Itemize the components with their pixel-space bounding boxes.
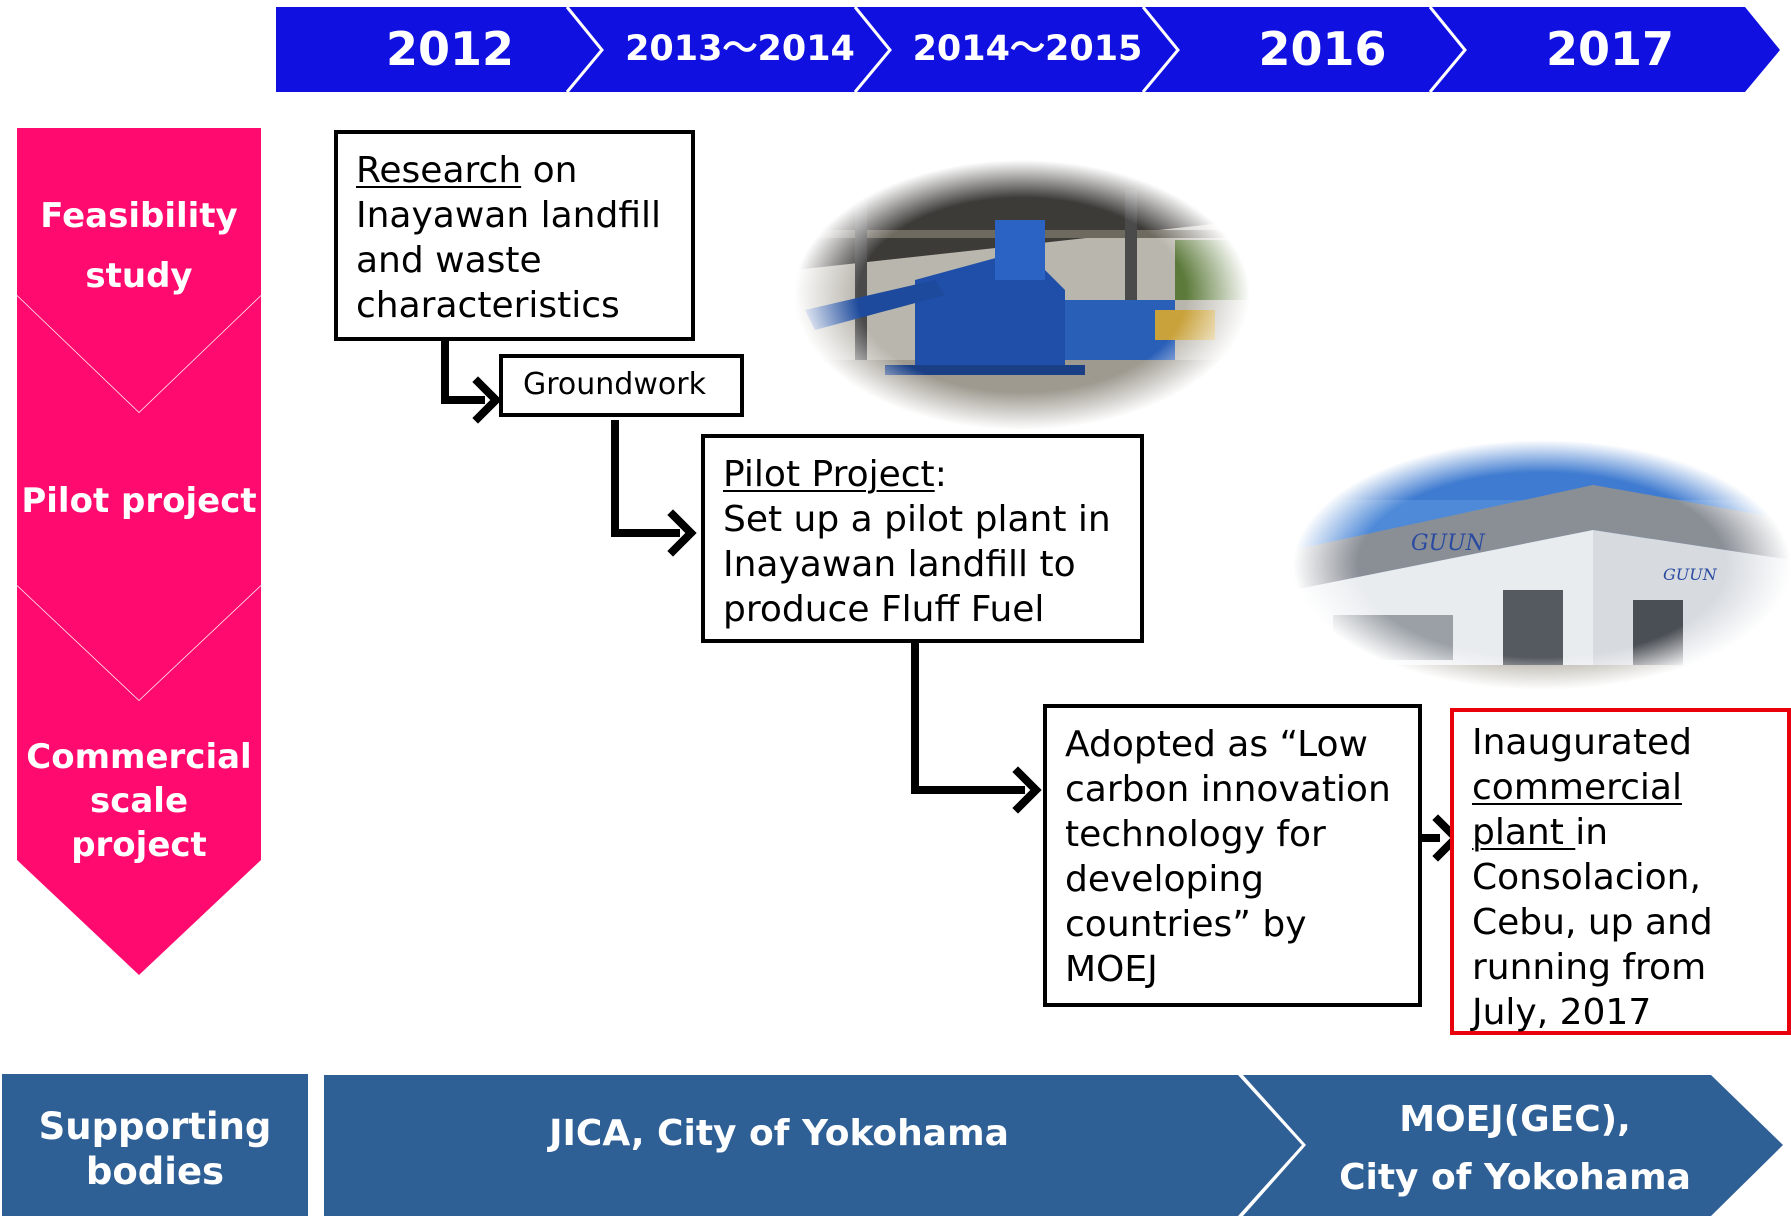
support-phase2-label: MOEJ(GEC), City of Yokohama: [1305, 1086, 1725, 1212]
factory-sign: GUUN: [1663, 565, 1718, 584]
stage-label-commercial: Commercial scale project: [17, 735, 261, 868]
step-text-line: Adopted as “Low: [1065, 724, 1368, 765]
arrowhead: [472, 376, 502, 424]
step-research-box: Research on Inayawan landfill and waste …: [334, 130, 695, 341]
step-text-line: technology for: [1065, 814, 1326, 855]
step-text-line: Inaugurated: [1472, 722, 1692, 763]
step-inaugurated-underlined: commercial: [1472, 767, 1682, 808]
support-header-line: bodies: [85, 1150, 225, 1193]
step-text-line: plant in: [1472, 810, 1769, 855]
step-pilot-rest: :: [934, 454, 947, 495]
stage-label-line: Commercial: [26, 737, 252, 777]
step-groundwork-box: Groundwork: [499, 354, 744, 417]
connector-pilot-to-adopted: [911, 640, 1025, 794]
step-text-line: produce Fluff Fuel: [723, 589, 1045, 630]
commercial-plant-photo: GUUN GUUN: [1293, 440, 1791, 690]
step-text-line: Set up a pilot plant in: [723, 499, 1111, 540]
support-header-line: Supporting: [38, 1105, 272, 1148]
timeline-chevron: [1141, 6, 1180, 93]
stage-label-line: scale project: [71, 781, 207, 866]
support-phase2-line: MOEJ(GEC),: [1399, 1099, 1631, 1140]
timeline-chevron: [853, 6, 892, 93]
support-phase2-block: [1243, 1075, 1783, 1216]
pilot-plant-photo: [795, 160, 1250, 430]
year-2016: 2016: [1258, 22, 1387, 76]
support-phase1-text: JICA, City of Yokohama: [549, 1113, 1009, 1154]
step-text-line: Inayawan landfill to: [723, 544, 1076, 585]
step-text-line: Research on: [356, 148, 673, 193]
step-pilot-box: Pilot Project: Set up a pilot plant in I…: [701, 434, 1144, 643]
stage-label-line: study: [85, 255, 193, 296]
step-research-rest: on: [521, 150, 578, 191]
stage-arrow-commercial: [17, 586, 261, 975]
step-research-lead: Research: [356, 150, 522, 191]
connector-research-to-groundwork: [441, 340, 485, 404]
step-text-line: characteristics: [356, 285, 620, 326]
arrowhead: [1012, 766, 1042, 814]
support-phase1-label: JICA, City of Yokohama: [324, 1111, 1234, 1156]
stage-arrow-pilot: [17, 296, 261, 700]
stage-label-feasibility: Feasibility study: [17, 193, 261, 300]
step-text-line: Consolacion,: [1472, 857, 1701, 898]
support-header-block: [2, 1074, 308, 1216]
support-header-label: Supporting bodies: [2, 1104, 308, 1194]
step-inaugurated-rest: in: [1575, 812, 1609, 853]
step-text-line: Cebu, up and: [1472, 902, 1713, 943]
year-2017: 2017: [1545, 22, 1675, 76]
step-text-line: developing: [1065, 859, 1265, 900]
step-text-line: MOEJ: [1065, 949, 1158, 990]
year-2014-2015: 2014～2015: [912, 29, 1143, 69]
step-inaugurated-box: Inaugurated commercial plant in Consolac…: [1450, 708, 1791, 1035]
step-text-line: commercial: [1472, 765, 1769, 810]
year-2013-2014: 2013～2014: [625, 29, 855, 69]
step-adopted-box: Adopted as “Low carbon innovation techno…: [1043, 704, 1422, 1007]
timeline-chevron: [1428, 6, 1467, 93]
step-text-line: Inayawan landfill: [356, 195, 662, 236]
step-text-line: running from: [1472, 947, 1707, 988]
timeline-chevron: [565, 6, 604, 93]
step-text-line: Pilot Project:: [723, 452, 1122, 497]
year-2012: 2012: [385, 22, 515, 76]
stage-label-line: Feasibility: [40, 196, 238, 236]
stage-arrow-feasibility: [17, 128, 261, 412]
step-pilot-lead: Pilot Project: [723, 454, 935, 495]
connector-groundwork-to-pilot: [611, 420, 680, 537]
factory-sign: GUUN: [1411, 531, 1486, 556]
stage-label-pilot: Pilot project: [17, 478, 261, 526]
step-text-line: Groundwork: [523, 367, 706, 402]
timeline-chevrons: [565, 6, 1467, 93]
step-text-line: carbon innovation: [1065, 769, 1391, 810]
timeline-band: [276, 7, 1780, 92]
arrowhead: [667, 509, 697, 557]
step-text-line: countries” by: [1065, 904, 1307, 945]
step-inaugurated-underlined: plant: [1472, 812, 1576, 853]
support-phase1-block: [324, 1075, 1302, 1216]
support-phase2-line: City of Yokohama: [1339, 1157, 1691, 1198]
step-text-line: and waste: [356, 240, 542, 281]
stage-label-line: Pilot project: [21, 481, 257, 521]
step-text-line: July, 2017: [1472, 992, 1652, 1033]
